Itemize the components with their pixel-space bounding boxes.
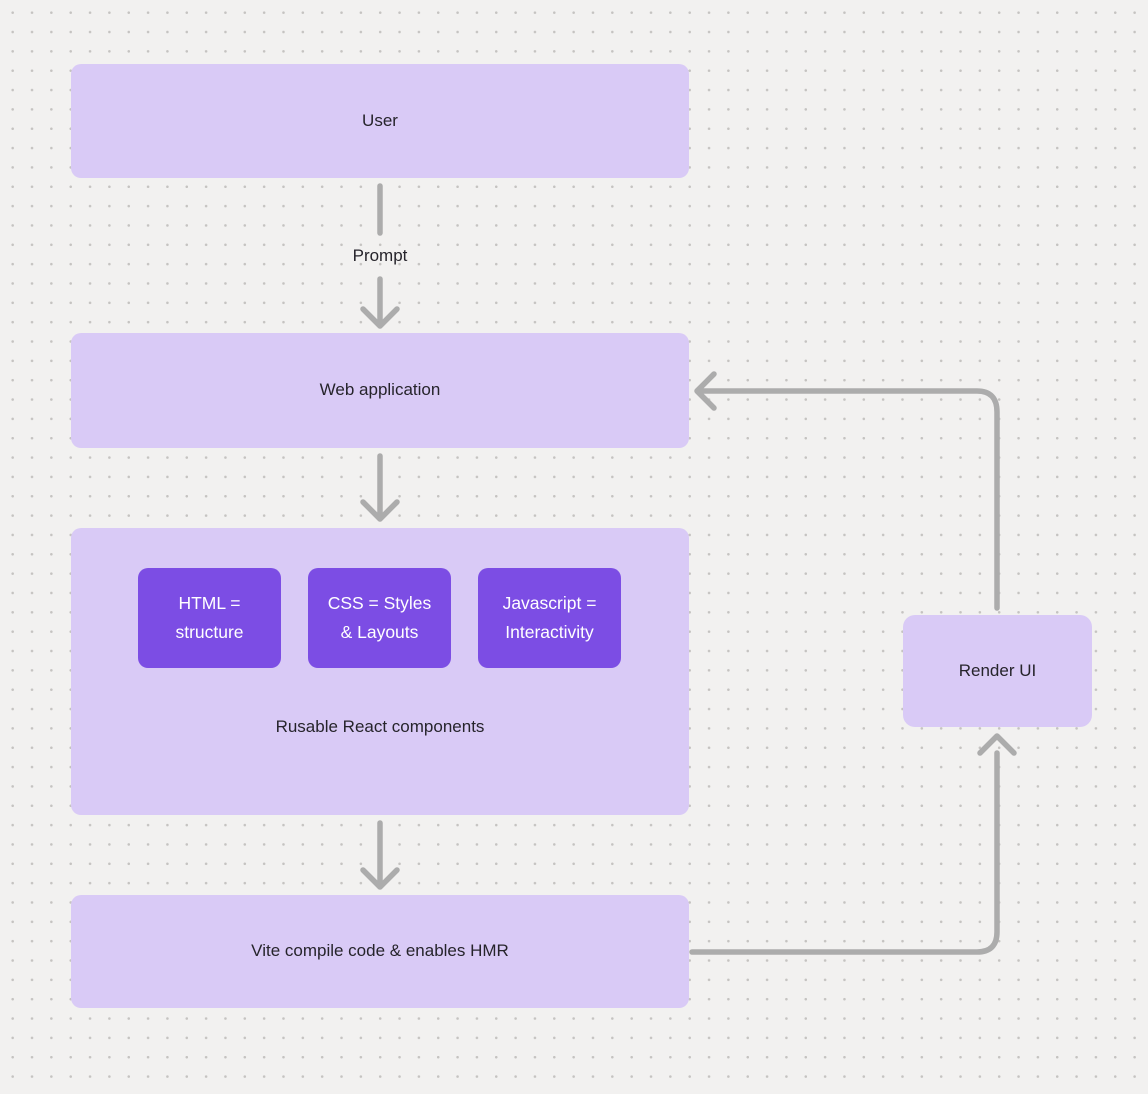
edge-label-prompt: Prompt [352, 246, 408, 265]
edge-web-application-to-components[interactable] [360, 453, 400, 522]
chip-label-line: CSS = Styles [327, 593, 432, 614]
node-components-container[interactable]: HTML = structure CSS = Styles & Layouts … [71, 528, 689, 815]
edge-components-to-vite[interactable] [360, 820, 400, 890]
chip-label-line: Javascript = [502, 593, 597, 614]
chip-label-line: structure [175, 622, 244, 642]
node-vite[interactable]: Vite compile code & enables HMR [71, 895, 689, 1008]
node-label: Render UI [958, 660, 1037, 680]
edge-render-ui-to-web-application[interactable] [694, 371, 1000, 611]
node-css-styles[interactable]: CSS = Styles & Layouts [308, 568, 451, 668]
chip-label-line: HTML = [178, 593, 241, 614]
node-javascript-interactivity[interactable]: Javascript = Interactivity [478, 568, 621, 668]
components-caption: Rusable React components [275, 717, 485, 736]
node-render-ui[interactable]: Render UI [903, 615, 1092, 727]
chip-label-line: Interactivity [505, 622, 594, 642]
node-html-structure[interactable]: HTML = structure [138, 568, 281, 668]
node-web-application[interactable]: Web application [71, 333, 689, 448]
chip-label-line: & Layouts [340, 622, 419, 642]
node-label: Vite compile code & enables HMR [251, 941, 509, 961]
node-label: Web application [319, 380, 441, 400]
node-user[interactable]: User [71, 64, 689, 178]
node-label: User [362, 110, 398, 130]
edge-vite-to-render-ui[interactable] [689, 733, 1017, 955]
